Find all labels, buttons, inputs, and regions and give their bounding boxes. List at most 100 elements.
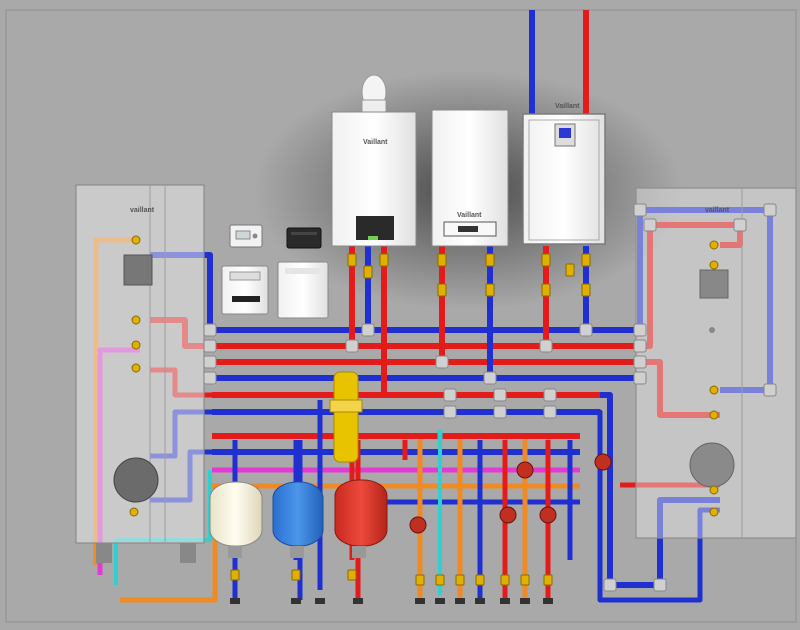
ball-valve-icon: [709, 507, 719, 517]
pipe-fitting-19: [543, 405, 557, 419]
pipe-end-cap: [435, 598, 445, 604]
expansion-vessel-red: [334, 479, 388, 558]
ball-valve-icon: [131, 235, 141, 245]
ball-valve-icon: [291, 569, 301, 581]
ball-valve-icon: [435, 574, 445, 586]
cylinder-brand-label: vaillant: [130, 207, 155, 214]
pipe-end-cap: [291, 598, 301, 604]
pipe-end-cap: [520, 598, 530, 604]
pipe-end-cap: [475, 598, 485, 604]
hot-water-cylinder: vaillant: [75, 184, 205, 563]
pipe-end-cap: [415, 598, 425, 604]
buffer-flow-loop: [630, 222, 743, 349]
pipe-fitting-14: [443, 388, 457, 402]
cylinder-coil-hatch: [123, 254, 153, 286]
ball-valve-icon: [709, 260, 719, 270]
boiler-3: Vaillant: [522, 103, 606, 245]
pipe-fitting-20: [633, 203, 647, 217]
pipe-fitting-9: [361, 323, 375, 337]
pipe-fitting-1: [633, 323, 647, 337]
ball-valve-icon: [709, 385, 719, 395]
ball-valve-icon: [520, 574, 530, 586]
pipe-fitting-15: [493, 388, 507, 402]
circulator-pump-icon: [409, 516, 427, 534]
boiler-3-brand: Vaillant: [555, 103, 580, 110]
pipe-fitting-25: [603, 578, 617, 592]
system-controller-icon: [221, 265, 269, 315]
circulator-pump-icon: [499, 506, 517, 524]
ball-valve-icon: [475, 574, 485, 586]
ball-valve-icon: [415, 574, 425, 586]
pipe-fitting-23: [733, 218, 747, 232]
ball-valve-icon: [485, 253, 495, 267]
circulator-pump-icon: [539, 506, 557, 524]
pipe-network: [93, 10, 773, 603]
pipe-fitting-13: [579, 323, 593, 337]
pipe-fitting-24: [763, 383, 777, 397]
pipe-fitting-8: [345, 339, 359, 353]
ball-valve-icon: [131, 363, 141, 373]
ball-valve-icon: [129, 507, 139, 517]
expansion-vessel-cream: [209, 481, 263, 558]
pipe-end-cap: [543, 598, 553, 604]
ball-valve-icon: [500, 574, 510, 586]
expansion-vessel-blue: [272, 481, 324, 558]
ball-valve-icon: [363, 265, 373, 279]
pipe-fitting-3: [633, 339, 647, 353]
pipe-fitting-4: [203, 355, 217, 369]
ball-valve-icon: [541, 253, 551, 267]
wifi-gateway-icon: [286, 227, 322, 249]
pipe-end-cap: [230, 598, 240, 604]
ball-valve-icon: [709, 410, 719, 420]
pipe-fitting-12: [539, 339, 553, 353]
ball-valve-icon: [543, 574, 553, 586]
pipe-fitting-5: [633, 355, 647, 369]
circulator-pump-icon: [594, 453, 612, 471]
buffer-tank: vaillant: [635, 187, 797, 539]
boiler-2-brand: Vaillant: [457, 212, 482, 219]
ball-valve-icon: [541, 283, 551, 297]
fittings-layer: [129, 203, 777, 604]
pipe-fitting-21: [763, 203, 777, 217]
pipe-end-cap: [500, 598, 510, 604]
ball-valve-icon: [347, 253, 357, 267]
ball-valve-icon: [230, 569, 240, 581]
pipe-end-cap: [455, 598, 465, 604]
ball-valve-icon: [581, 283, 591, 297]
cylinder-immersion-heater: [113, 457, 159, 503]
pipe-fitting-7: [633, 371, 647, 385]
pipe-fitting-16: [543, 388, 557, 402]
pipe-fitting-10: [435, 355, 449, 369]
ball-valve-icon: [379, 253, 389, 267]
pipe-end-cap: [315, 598, 325, 604]
ball-valve-icon: [437, 283, 447, 297]
boiler-1-brand: Vaillant: [363, 139, 388, 146]
pipe-end-cap: [353, 598, 363, 604]
pipe-fitting-22: [643, 218, 657, 232]
ball-valve-icon: [437, 253, 447, 267]
ball-valve-icon: [455, 574, 465, 586]
pipe-fitting-0: [203, 323, 217, 337]
heat-pump-controller-icon: [277, 261, 329, 319]
pipe-fitting-26: [653, 578, 667, 592]
pipe-fitting-6: [203, 371, 217, 385]
ball-valve-icon: [485, 283, 495, 297]
ball-valve-icon: [347, 569, 357, 581]
room-controller-icon: [229, 224, 263, 248]
pipe-fitting-2: [203, 339, 217, 353]
ball-valve-icon: [581, 253, 591, 267]
buffer-return-2: [600, 392, 720, 588]
pipe-fitting-11: [483, 371, 497, 385]
circulator-pump-icon: [516, 461, 534, 479]
boiler-1: Vaillant: [331, 74, 417, 247]
ball-valve-icon: [709, 240, 719, 250]
pipe-fitting-18: [493, 405, 507, 419]
ball-valve-icon: [709, 485, 719, 495]
pipe-fitting-17: [443, 405, 457, 419]
buffer-tank-brand-label: vaillant: [705, 207, 730, 214]
ball-valve-icon: [131, 315, 141, 325]
buffer-return-3: [590, 409, 720, 603]
ball-valve-icon: [131, 340, 141, 350]
hydraulic-separator-icon: [329, 371, 363, 463]
